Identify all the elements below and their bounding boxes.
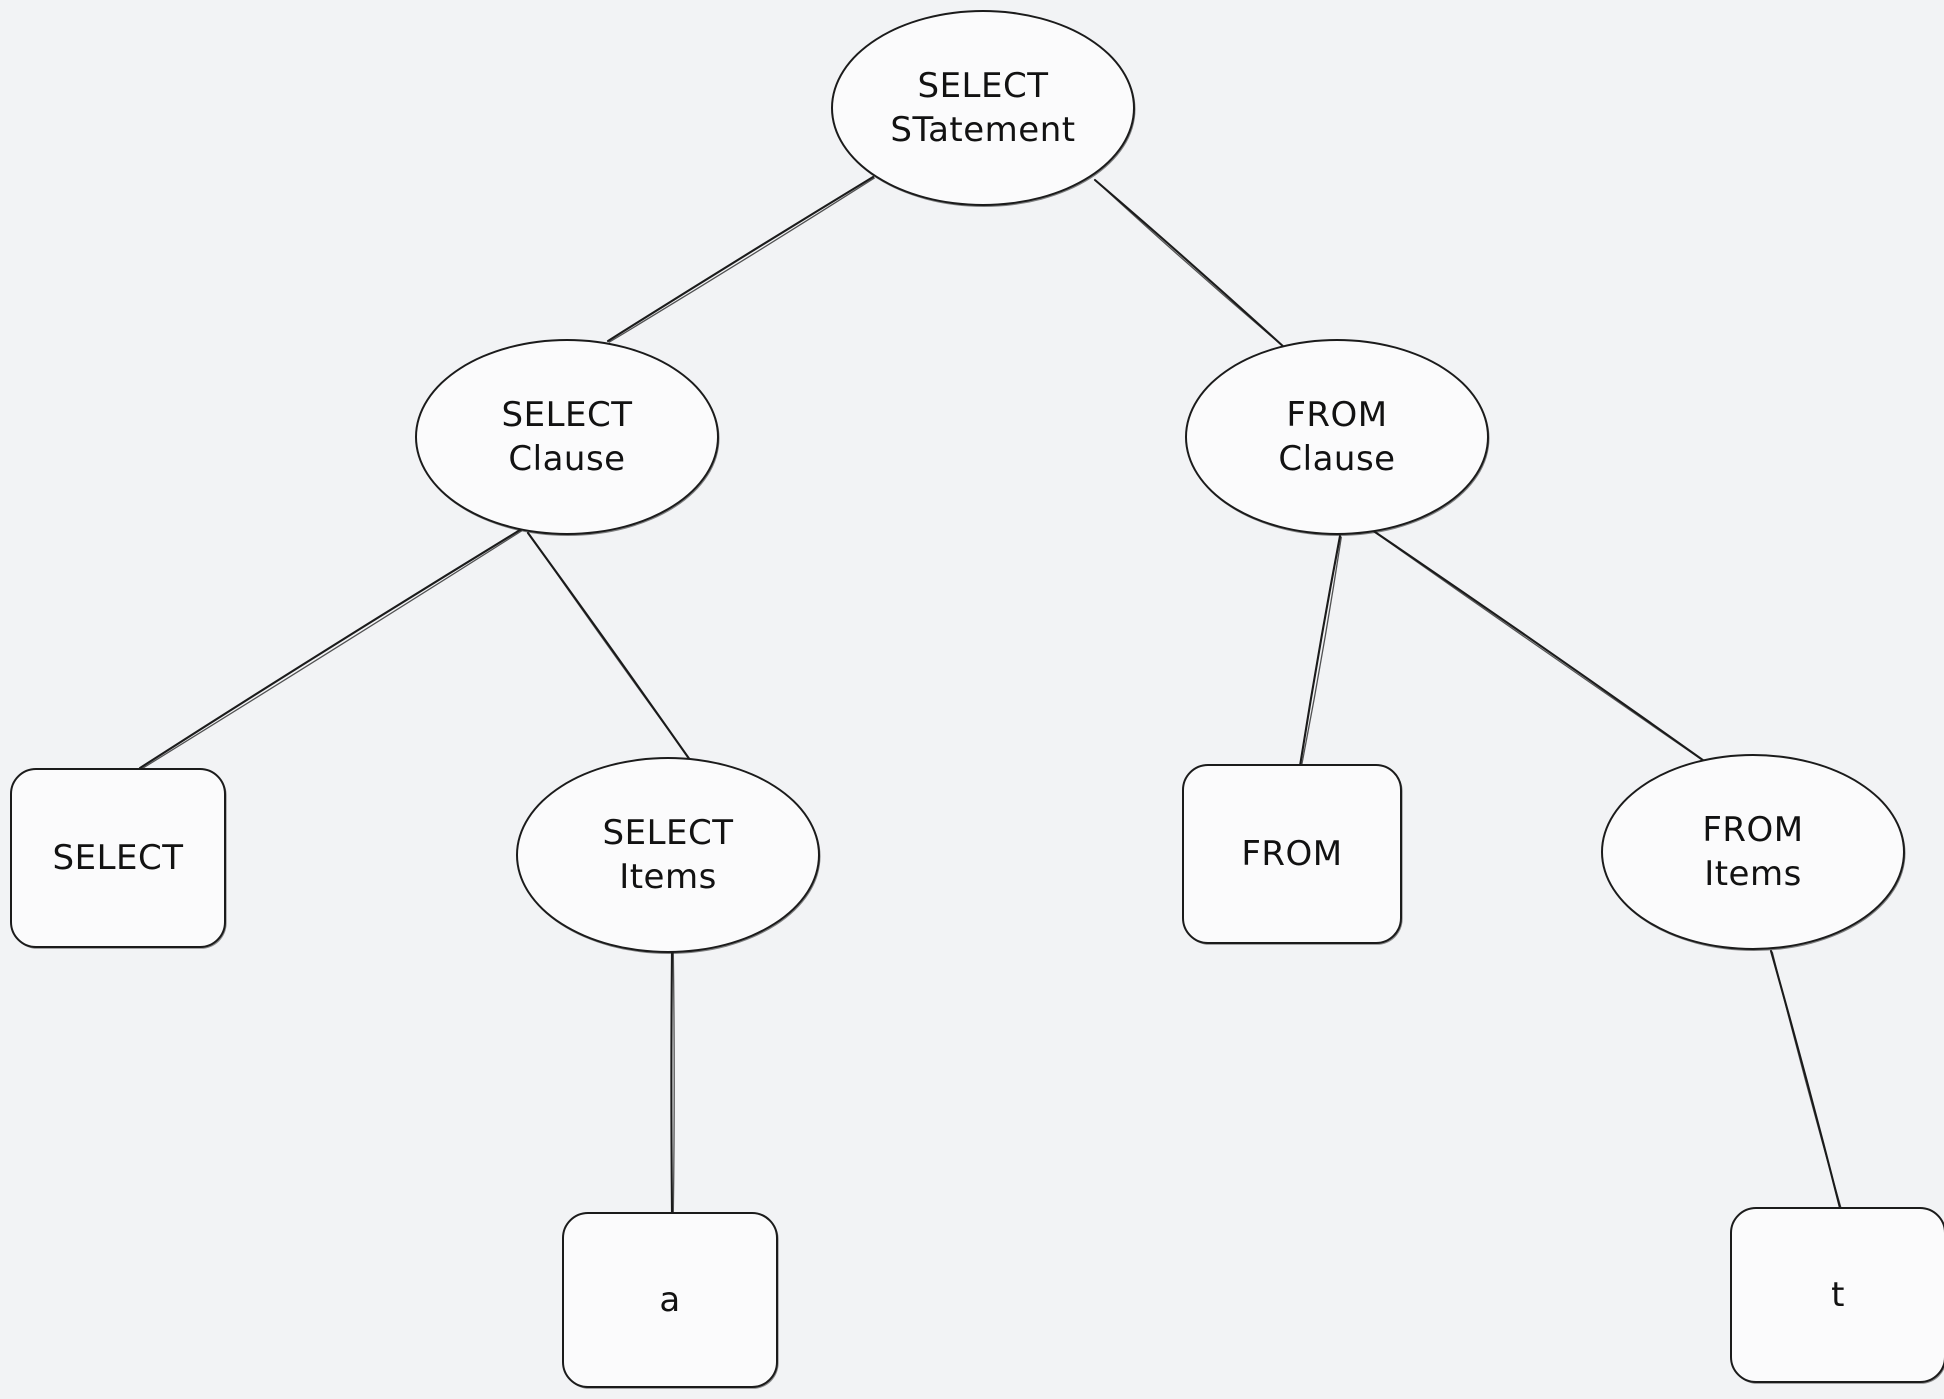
node-label-from-clause: FROM Clause bbox=[1278, 394, 1396, 479]
edge-select-clause-to-select-items bbox=[526, 531, 692, 762]
node-select-statement[interactable]: SELECT STatement bbox=[831, 10, 1135, 206]
node-label-select-terminal: SELECT bbox=[52, 837, 184, 878]
node-label-select-clause: SELECT Clause bbox=[501, 394, 633, 479]
node-column-a[interactable]: a bbox=[562, 1212, 778, 1388]
node-from-clause[interactable]: FROM Clause bbox=[1185, 339, 1489, 535]
node-label-select-items: SELECT Items bbox=[602, 812, 734, 897]
node-select-items[interactable]: SELECT Items bbox=[516, 757, 820, 953]
node-table-t[interactable]: t bbox=[1730, 1207, 1944, 1383]
edge-from-clause-to-from-items bbox=[1370, 528, 1709, 765]
edge-select-clause-to-select-terminal bbox=[138, 528, 522, 770]
edge-select-items-to-column-a bbox=[670, 949, 675, 1214]
node-label-column-a: a bbox=[659, 1279, 681, 1320]
edge-from-clause-to-from-terminal bbox=[1298, 534, 1342, 768]
node-from-items[interactable]: FROM Items bbox=[1601, 754, 1905, 950]
node-label-select-statement: SELECT STatement bbox=[890, 65, 1076, 150]
node-select-clause[interactable]: SELECT Clause bbox=[415, 339, 719, 535]
edge-select-statement-to-from-clause bbox=[1093, 178, 1287, 350]
node-label-table-t: t bbox=[1831, 1274, 1845, 1315]
node-select-terminal[interactable]: SELECT bbox=[10, 768, 226, 948]
edge-select-statement-to-select-clause bbox=[606, 175, 875, 343]
edge-from-items-to-table-t bbox=[1769, 949, 1842, 1210]
node-label-from-terminal: FROM bbox=[1241, 833, 1343, 874]
node-from-terminal[interactable]: FROM bbox=[1182, 764, 1402, 944]
node-label-from-items: FROM Items bbox=[1702, 809, 1804, 894]
